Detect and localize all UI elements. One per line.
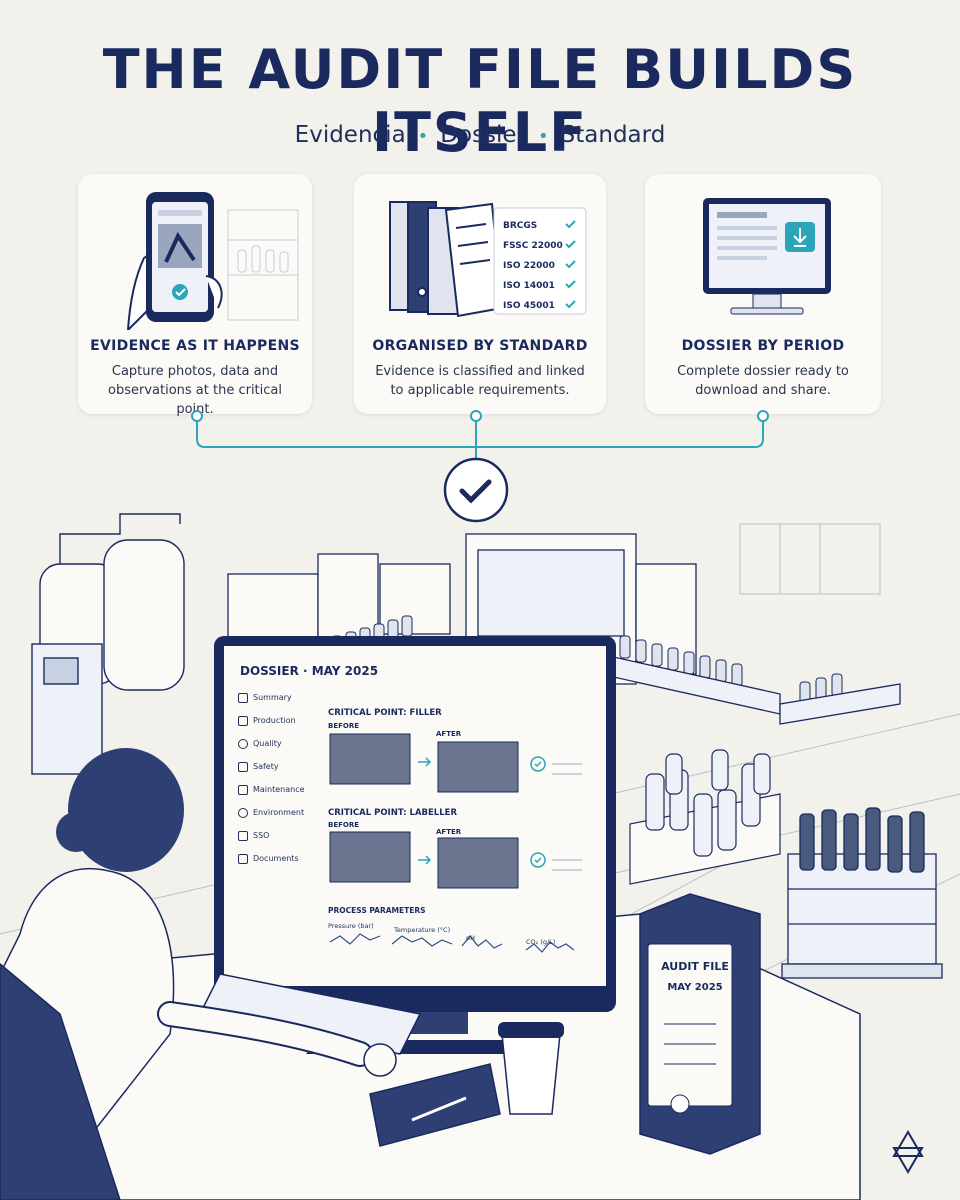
subtitle-item-standard: Standard [560, 122, 666, 148]
dot-separator: • [538, 126, 549, 147]
critical-point-title: CRITICAL POINT: LABELLER [328, 808, 457, 818]
card-text: Evidence is classified and linked to app… [375, 364, 585, 398]
binders-icon: BRCGS FSSC 22000 ISO 22000 ISO 14001 ISO… [389, 201, 587, 318]
audit-file-date: MAY 2025 [667, 982, 723, 993]
phone-camera-icon [126, 192, 299, 330]
dossier-title: DOSSIER · MAY 2025 [240, 664, 379, 678]
sidebar-item-production[interactable]: Production [232, 709, 318, 732]
subtitle: Evidencia • Dossier • Standard [0, 122, 960, 148]
sidebar-item-sso[interactable]: SSO [232, 824, 318, 847]
param-label: Temperature (°C) [394, 926, 451, 934]
people-icon [238, 830, 248, 841]
sidebar-item-maintenance[interactable]: Maintenance [232, 778, 318, 801]
dot-separator: • [417, 126, 429, 147]
page-title: THE AUDIT FILE BUILDS ITSELF [102, 38, 858, 164]
connector-lines [191, 410, 769, 523]
before-label: BEFORE [328, 821, 360, 829]
card-evidence: EVIDENCE AS IT HAPPENS Capture photos, d… [78, 174, 312, 417]
audit-file-title: AUDIT FILE [661, 960, 729, 973]
card-text: Capture photos, data and observations at… [108, 364, 282, 417]
card-dossier: DOSSIER BY PERIOD Complete dossier ready… [645, 174, 881, 414]
standard-label: ISO 22000 [503, 261, 555, 271]
check-circle-icon [443, 457, 509, 523]
sidebar-item-summary[interactable]: Summary [232, 686, 318, 709]
sidebar-item-safety[interactable]: Safety [232, 755, 318, 778]
factory-scene [0, 513, 960, 1200]
shield-icon [238, 761, 248, 772]
card-organised: BRCGS FSSC 22000 ISO 22000 ISO 14001 ISO… [354, 174, 606, 414]
param-label: CO₂ (g/L) [526, 938, 556, 946]
monitor-download-icon [703, 198, 831, 315]
evidence-photos [329, 733, 582, 953]
standard-label: FSSC 22000 [503, 241, 563, 251]
sidebar-item-environment[interactable]: Environment [232, 801, 318, 824]
after-label: AFTER [436, 730, 462, 738]
before-label: BEFORE [328, 722, 360, 730]
quality-icon [238, 738, 248, 749]
card-text: Complete dossier ready to download and s… [677, 364, 849, 398]
card-title: EVIDENCE AS IT HAPPENS [90, 338, 300, 354]
after-label: AFTER [436, 828, 462, 836]
summary-icon [238, 692, 248, 703]
leaf-icon [238, 807, 248, 818]
standard-label: ISO 14001 [503, 281, 555, 291]
param-label: pH [466, 934, 476, 942]
subtitle-item-dossier: Dossier [440, 122, 527, 148]
document-icon [238, 853, 248, 864]
card-title: ORGANISED BY STANDARD [372, 338, 588, 354]
standard-label: BRCGS [503, 221, 537, 231]
sidebar-item-quality[interactable]: Quality [232, 732, 318, 755]
sidebar-item-documents[interactable]: Documents [232, 847, 318, 870]
param-label: Pressure (bar) [328, 922, 374, 930]
params-title: PROCESS PARAMETERS [328, 906, 426, 915]
subtitle-item-evidencia: Evidencia [294, 122, 406, 148]
wrench-icon [238, 784, 248, 795]
critical-point-title: CRITICAL POINT: FILLER [328, 708, 442, 718]
logo-icon [892, 1130, 924, 1174]
check-icon [565, 220, 576, 309]
dossier-sidebar: Summary Production Quality Safety Mainte… [232, 686, 318, 870]
production-icon [238, 715, 248, 726]
standard-label: ISO 45001 [503, 301, 555, 311]
card-title: DOSSIER BY PERIOD [681, 338, 845, 354]
dossier-screen: DOSSIER · MAY 2025 Summary Production Qu… [232, 652, 608, 982]
